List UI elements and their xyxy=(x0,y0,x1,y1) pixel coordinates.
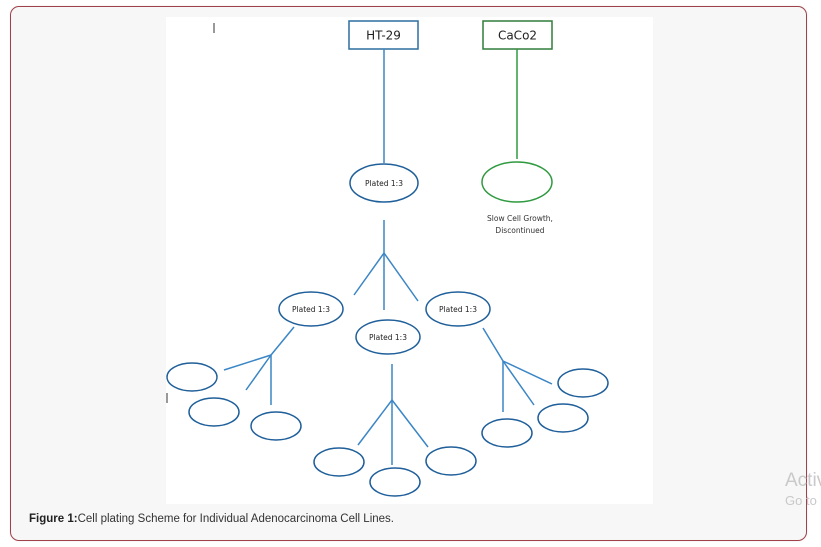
middle-branches xyxy=(357,364,429,465)
right-child-oval-2 xyxy=(537,403,589,433)
plated-middle-label: Plated 1:3 xyxy=(369,333,407,342)
plated-right-oval xyxy=(425,291,491,327)
left-child-oval-3 xyxy=(250,411,302,441)
right-child-oval-3 xyxy=(481,418,533,448)
left-child-oval-1 xyxy=(166,362,218,392)
caco2-note-line1: Slow Cell Growth, xyxy=(487,214,553,223)
right-branches xyxy=(482,327,553,412)
plated-left-label: Plated 1:3 xyxy=(292,305,330,314)
caco2-label: CaCo2 xyxy=(498,29,537,43)
figure-caption: Figure 1:Cell plating Scheme for Individ… xyxy=(29,513,394,525)
plated-root-oval xyxy=(349,163,419,203)
middle-child-oval-3 xyxy=(425,446,477,476)
figure-caption-prefix: Figure 1: xyxy=(29,513,78,525)
plated-left-oval xyxy=(278,291,344,327)
caco2-box xyxy=(482,20,553,50)
watermark-line2: Go to xyxy=(785,493,817,508)
caco2-oval xyxy=(481,161,553,203)
plated-right-label: Plated 1:3 xyxy=(439,305,477,314)
root-branches xyxy=(353,220,419,310)
activation-watermark: Activ Go to xyxy=(785,470,821,510)
caco2-note-line2: Discontinued xyxy=(495,226,544,235)
middle-child-oval-2 xyxy=(369,467,421,497)
right-child-oval-1 xyxy=(557,368,609,398)
left-child-oval-2 xyxy=(188,397,240,427)
ht29-label: HT-29 xyxy=(366,29,401,43)
ht29-box xyxy=(348,20,419,50)
figure-image: HT-29 CaCo2 Plated 1:3 Slow Cell Growth,… xyxy=(166,17,653,504)
plated-root-label: Plated 1:3 xyxy=(365,179,403,188)
plated-middle-oval xyxy=(355,319,421,355)
middle-child-oval-1 xyxy=(313,447,365,477)
figure-caption-text: Cell plating Scheme for Individual Adeno… xyxy=(77,513,394,525)
left-branches xyxy=(223,326,295,405)
watermark-line1: Activ xyxy=(785,470,821,491)
cell-plating-diagram: HT-29 CaCo2 Plated 1:3 Slow Cell Growth,… xyxy=(166,20,609,497)
